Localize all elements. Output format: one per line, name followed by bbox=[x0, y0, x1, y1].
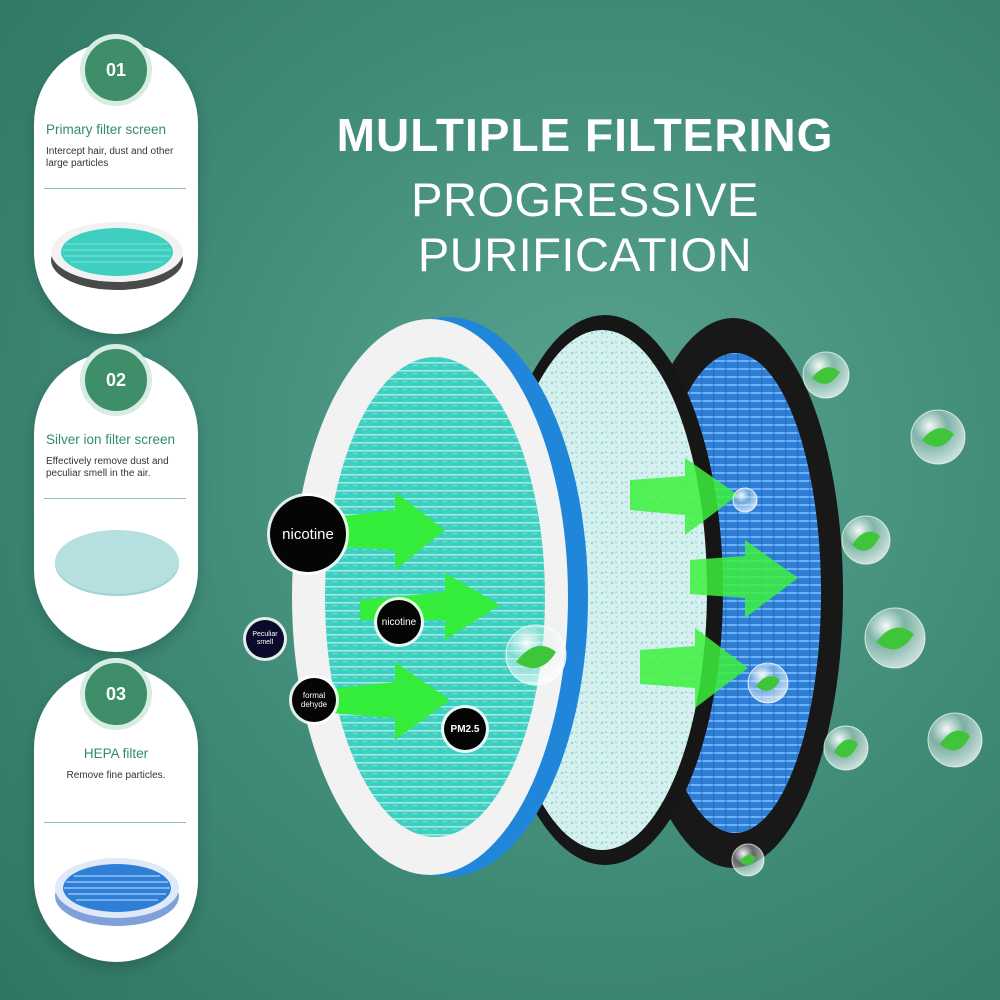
headline-subtitle: PROGRESSIVE PURIFICATION bbox=[411, 173, 759, 281]
leaf-bubble-icon bbox=[731, 843, 765, 877]
card-title: HEPA filter bbox=[83, 746, 149, 761]
pollutant-nicotine-small: nicotine bbox=[377, 600, 421, 644]
leaf-bubble-icon bbox=[747, 662, 789, 704]
pollutant-peculiar-smell: Peculiar smell bbox=[246, 620, 284, 658]
silver-ion-disc-icon bbox=[55, 530, 179, 596]
card-description: Remove fine particles. bbox=[66, 770, 166, 781]
leaf-bubbles bbox=[505, 351, 983, 877]
leaf-bubble-icon bbox=[841, 515, 891, 565]
filter-card-primary: 01 Primary filter screen Intercept hair,… bbox=[34, 34, 198, 334]
card-divider bbox=[44, 188, 186, 189]
leaf-bubble-icon bbox=[505, 624, 567, 686]
leaf-bubble-icon bbox=[910, 409, 966, 465]
step-badge: 03 bbox=[80, 658, 152, 730]
step-badge: 02 bbox=[80, 344, 152, 416]
headline-title: MULTIPLE FILTERING bbox=[336, 109, 834, 161]
card-title: Silver ion filter screen bbox=[46, 432, 176, 447]
pollutant-nicotine-large: nicotine bbox=[270, 496, 346, 572]
hepa-filter-disc-icon bbox=[55, 858, 179, 926]
leaf-bubble-icon bbox=[823, 725, 869, 771]
leaf-bubble-icon bbox=[732, 487, 758, 513]
leaf-bubble-icon bbox=[927, 712, 983, 768]
primary-filter-disc-icon bbox=[51, 222, 183, 290]
step-badge: 01 bbox=[80, 34, 152, 106]
card-title: Primary filter screen bbox=[46, 122, 167, 137]
card-description: Effectively remove dust and peculiar sme… bbox=[46, 456, 169, 479]
card-description: Intercept hair, dust and other large par… bbox=[46, 146, 174, 169]
leaf-bubble-icon bbox=[802, 351, 850, 399]
pollutant-formaldehyde: formal dehyde bbox=[292, 678, 336, 722]
card-divider bbox=[44, 822, 186, 823]
filter-card-hepa: 03 HEPA filter Remove fine particles. bbox=[34, 658, 198, 962]
leaf-bubble-icon bbox=[864, 607, 926, 669]
pollutant-pm25: PM2.5 bbox=[444, 708, 486, 750]
card-divider bbox=[44, 498, 186, 499]
airflow-arrows-front bbox=[310, 492, 500, 740]
filter-card-silver-ion: 02 Silver ion filter screen Effectively … bbox=[34, 344, 198, 652]
airflow-arrows-back bbox=[630, 458, 798, 708]
